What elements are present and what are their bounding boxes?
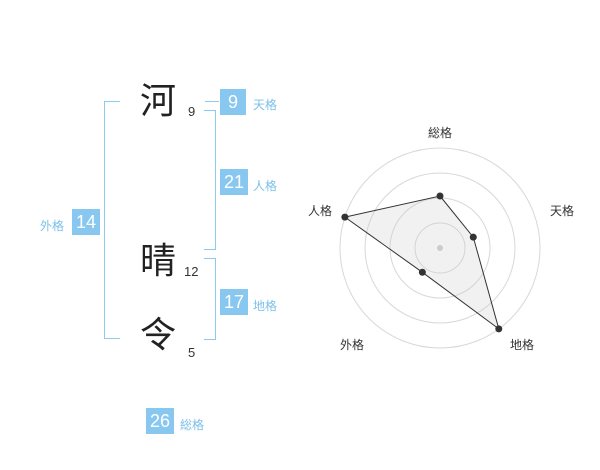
tenkaku-bracket (205, 101, 219, 102)
chikaku-bracket (204, 258, 216, 340)
radar-point (469, 233, 477, 241)
radar-point (495, 325, 503, 333)
radar-point (341, 213, 349, 221)
radar-axis-label-soukaku: 総格 (428, 126, 453, 140)
radar-ring (339, 147, 541, 349)
name-char-1: 河 (140, 81, 177, 122)
name-char-3: 令 (140, 315, 177, 356)
tenkaku-value: 9 (220, 89, 246, 115)
radar-axis-label-jinkaku: 人格 (308, 204, 333, 218)
radar-point (418, 268, 426, 276)
soukaku-label: 総格 (180, 418, 205, 432)
name-char-3-strokes: 5 (188, 345, 196, 360)
radar-axis-label-tenkaku: 天格 (550, 204, 575, 218)
name-char-2-strokes: 12 (184, 264, 199, 279)
radar-axis-label-gaikaku: 外格 (340, 338, 365, 352)
radar-points (341, 192, 503, 333)
jinkaku-bracket (204, 110, 216, 250)
chikaku-value: 17 (220, 289, 248, 315)
radar-ring (414, 222, 466, 274)
chikaku-label: 地格 (253, 299, 278, 313)
radar-center (437, 245, 443, 251)
name-char-1-strokes: 9 (188, 104, 196, 119)
gaikaku-label: 外格 (40, 219, 65, 233)
gaikaku-value: 14 (72, 209, 100, 235)
radar-point (436, 192, 444, 200)
radar-area (343, 195, 500, 331)
jinkaku-value: 21 (220, 169, 248, 195)
soukaku-value: 26 (146, 408, 174, 434)
tenkaku-label: 天格 (253, 98, 278, 112)
radar-rings (339, 147, 541, 349)
gaikaku-bracket (104, 101, 120, 339)
radar-ring (364, 172, 516, 324)
jinkaku-label: 人格 (253, 179, 278, 193)
radar-axis-label-chikaku: 地格 (510, 338, 535, 352)
name-char-2: 晴 (140, 241, 177, 282)
